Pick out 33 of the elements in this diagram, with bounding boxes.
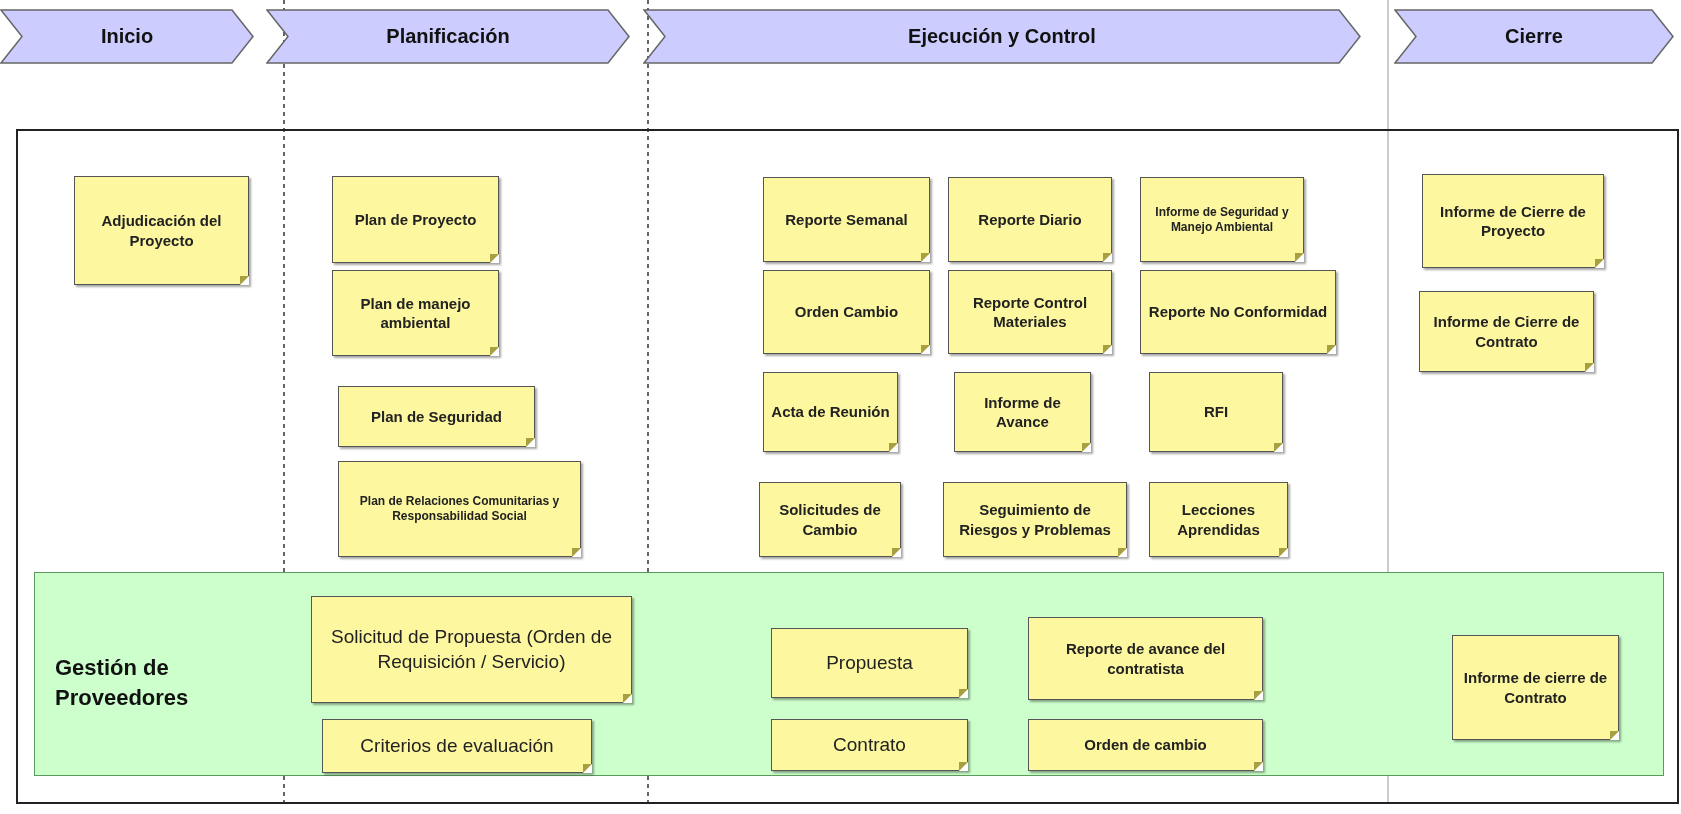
phase-header-banner: Cierre xyxy=(1394,9,1674,64)
sticky-note: Seguimiento de Riesgos y Problemas xyxy=(943,482,1127,557)
band-title: Gestión de Proveedores xyxy=(55,654,190,712)
sticky-note: Informe de Avance xyxy=(954,372,1091,452)
supplier-band xyxy=(34,572,1664,776)
sticky-note: Reporte No Conformidad xyxy=(1140,270,1336,354)
sticky-note: Reporte Semanal xyxy=(763,177,930,262)
sticky-note: Reporte Diario xyxy=(948,177,1112,262)
sticky-note: Plan de Proyecto xyxy=(332,176,499,263)
phase-header-banner: Planificación xyxy=(266,9,630,64)
sticky-note: Criterios de evaluación xyxy=(322,719,592,773)
phase-header-banner: Ejecución y Control xyxy=(643,9,1361,64)
sticky-note: Acta de Reunión xyxy=(763,372,898,452)
sticky-note: Contrato xyxy=(771,719,968,771)
phase-header-banner: Inicio xyxy=(0,9,254,64)
sticky-note: Informe de cierre de Contrato xyxy=(1452,635,1619,740)
sticky-note: Plan de Relaciones Comunitarias y Responsabilidad Social xyxy=(338,461,581,557)
sticky-note: RFI xyxy=(1149,372,1283,452)
content-frame xyxy=(16,129,1679,804)
sticky-note: Plan de Seguridad xyxy=(338,386,535,447)
sticky-note: Informe de Seguridad y Manejo Ambiental xyxy=(1140,177,1304,262)
sticky-note: Reporte Control Materiales xyxy=(948,270,1112,354)
sticky-note: Informe de Cierre de Contrato xyxy=(1419,291,1594,372)
sticky-note: Adjudicación del Proyecto xyxy=(74,176,249,285)
sticky-note: Orden de cambio xyxy=(1028,719,1263,771)
sticky-note: Plan de manejo ambiental xyxy=(332,270,499,356)
sticky-note: Reporte de avance del contratista xyxy=(1028,617,1263,700)
sticky-note: Solicitud de Propuesta (Orden de Requisición / Servicio) xyxy=(311,596,632,703)
sticky-note: Lecciones Aprendidas xyxy=(1149,482,1288,557)
sticky-note: Informe de Cierre de Proyecto xyxy=(1422,174,1604,268)
sticky-note: Orden Cambio xyxy=(763,270,930,354)
sticky-note: Propuesta xyxy=(771,628,968,698)
sticky-note: Solicitudes de Cambio xyxy=(759,482,901,557)
